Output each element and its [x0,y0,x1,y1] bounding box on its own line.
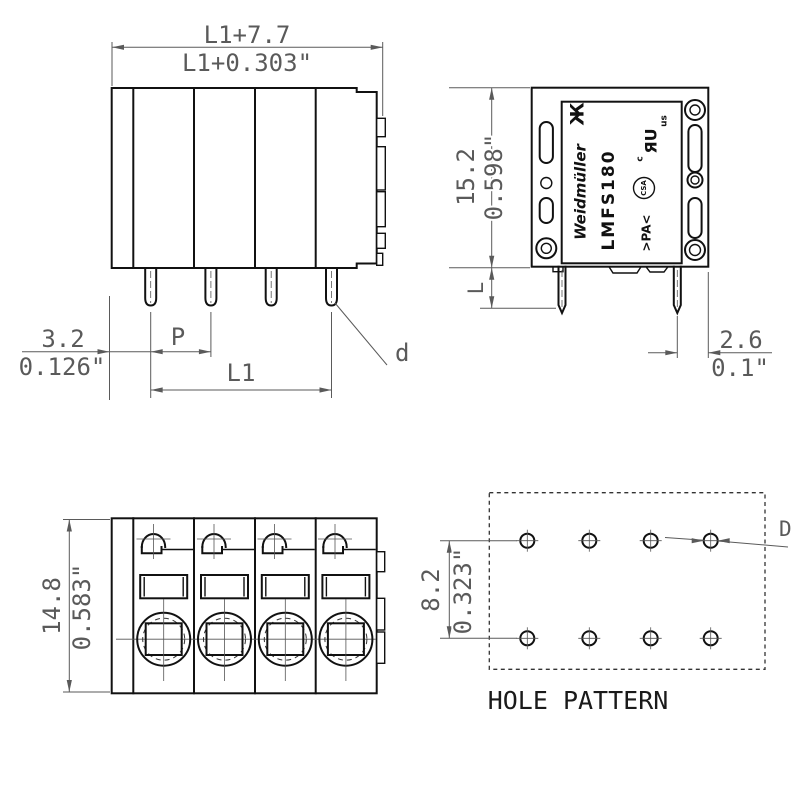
dim-side-height: 15.2 0.598" [449,87,530,269]
front-view-body [110,517,378,695]
vent-slot [687,124,703,173]
dim-row-spacing: 8.2 0.323" [415,540,517,639]
dim-side-height-mm: 15.2 [452,148,480,206]
dim-overall-width-mm: L1+7.7 [204,21,291,49]
hole [639,529,662,552]
release-levers [136,524,376,559]
top-view-dividers [132,87,317,269]
hole [578,529,601,552]
pin [325,267,338,307]
pin [204,267,218,307]
dim-front-height-mm: 14.8 [38,577,66,635]
dim-overall-width-inch: L1+0.303" [182,49,312,77]
side-view-body [530,86,710,268]
ul-mark-us: us [660,115,670,127]
dim-side-height-inch: 0.598" [480,134,508,221]
wire-window [200,574,249,600]
dim-pin-to-edge-inch: 0.1" [711,354,769,382]
clamp-screw [318,599,374,681]
top-view-body [110,87,378,269]
lever [197,524,254,559]
front-view-side-tabs [376,551,386,664]
dim-pin-to-edge-mm: 2.6 [719,326,762,354]
side-left-features [535,121,558,260]
clamp-screw [136,599,192,681]
clamp-screw [257,599,313,681]
pin [264,267,278,307]
boss-feature [535,237,558,260]
wire-window [139,574,189,600]
top-view-pins [144,267,338,307]
csa-mark-text: CSA [640,180,648,196]
dim-pin-length: L [462,267,556,309]
hole-pattern-caption: HOLE PATTERN [488,686,669,715]
boss-feature [684,99,706,121]
boss-feature-inner [689,104,701,116]
brand-name: Weidmüller [572,143,590,240]
vent-slot [538,121,554,164]
ul-recognized-icon: ЯU [642,128,661,153]
clamp-screws [136,599,374,681]
wire-entry-windows [139,574,371,600]
side-latch [645,266,669,273]
dim-pin-to-edge: 2.6 0.1" [648,272,772,384]
hole [699,627,722,650]
hole [639,627,662,650]
front-view: 14.8 0.583" [36,517,386,695]
boss-feature [684,239,706,261]
dim-row-spacing-mm: 8.2 [417,568,445,611]
top-view-side-tabs [376,117,387,267]
dim-front-height-inch: 0.583" [68,564,96,651]
dim-pin-offset-inch: 0.126" [19,353,106,381]
material-marking: >PA< [640,214,654,251]
pin-diameter-label: d [395,339,409,367]
boss-feature [686,171,704,189]
dim-lower-group: 3.2 0.126" P L1 d [17,296,411,400]
csa-mark-icon [632,176,656,200]
lever [257,524,315,559]
holes [516,529,722,650]
dim-pitch-label: P [171,323,185,351]
dim-overall-width: L1+7.7 L1+0.303" [111,19,384,116]
boss-feature-inner [688,243,702,257]
hole [516,529,539,552]
side-latch [608,266,642,274]
dim-front-height: 14.8 0.583" [36,519,110,693]
lever [318,524,376,559]
ul-mark-c: c [636,156,646,161]
pcb-outline [488,492,766,670]
hole [516,627,539,650]
side-view-pins [557,265,682,316]
wire-window [321,574,371,600]
clamp-screw [197,599,252,681]
dim-hole-diameter: D [664,515,794,548]
hole-feature [540,176,553,190]
side-view: Ж Weidmüller LMFS180 >PA< CSA c ЯU us 15… [449,86,772,384]
dim-pin-offset-mm: 3.2 [41,325,84,353]
pin [672,265,682,316]
pin [557,265,567,316]
hole [578,627,601,650]
front-view-dividers [132,517,317,695]
wire-window [260,574,310,600]
pin-length-label: L [464,282,488,295]
vent-slot [687,197,703,239]
hole-diameter-label: D [779,517,792,541]
model-number: LMFS180 [599,149,619,250]
boss-feature-inner [540,242,552,255]
dim-row-spacing-inch: 0.323" [449,548,477,635]
boss-feature-inner [690,175,700,185]
lever [136,524,193,559]
vent-slot [538,197,554,224]
side-right-features [684,99,706,261]
top-view: L1+7.7 L1+0.303" 3.2 0.126" P L1 [17,19,411,400]
pin [144,267,158,307]
hole-pattern-view: 8.2 0.323" D HOLE PATTERN [415,492,794,715]
dim-row-length-label: L1 [227,359,256,387]
weidmueller-logo-icon: Ж [567,102,589,125]
product-label: Ж Weidmüller LMFS180 >PA< CSA c ЯU us [560,100,683,265]
